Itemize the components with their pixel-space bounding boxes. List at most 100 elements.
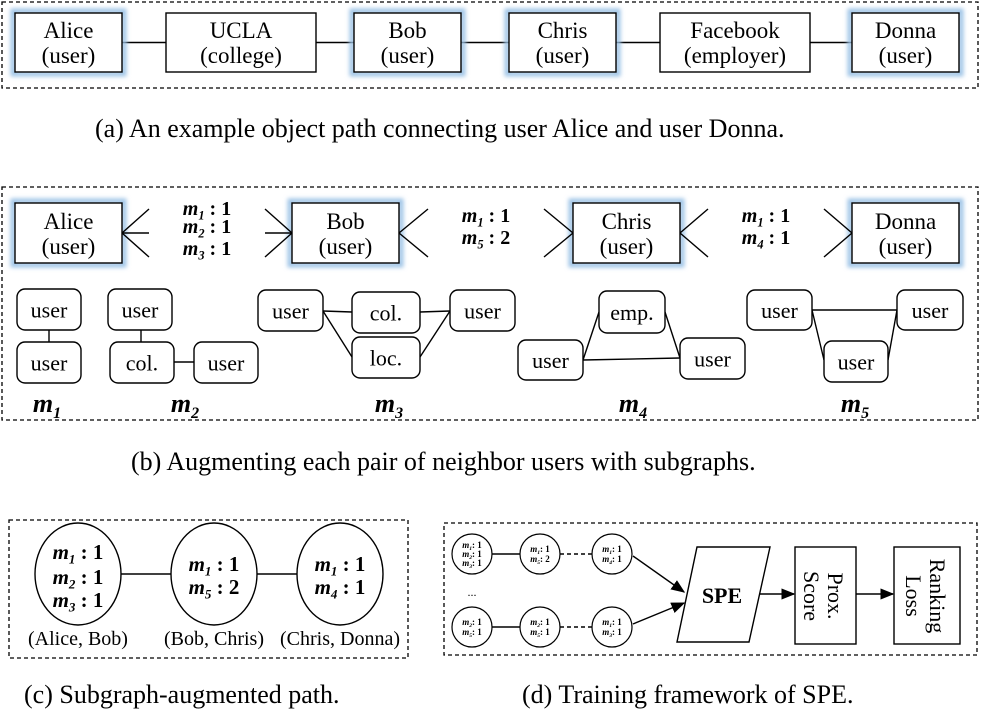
block-label-line: Score (799, 571, 824, 621)
path-node (451, 606, 493, 648)
motif-name: m2 (171, 389, 199, 422)
caption-d: (d) Training framework of SPE. (522, 680, 854, 709)
motif-count: : 1 (205, 238, 232, 260)
bracket-edge (679, 232, 709, 258)
motif-subscript: 1 (477, 215, 483, 229)
motif-node (517, 339, 584, 381)
path-node (519, 533, 561, 575)
panel-d: m1: 1m2: 1m3: 1m1: 1m5: 2m1: 1m4: 1m2: 1… (443, 522, 978, 656)
node-name: Bob (388, 18, 426, 43)
motif-count: : 1 (75, 540, 103, 564)
motif-node-label: user (272, 299, 309, 324)
motif-count: : 1 (764, 227, 791, 249)
motif-node (823, 340, 889, 383)
motif-symbol: m (171, 389, 191, 418)
node-type: (user) (42, 43, 96, 68)
motif-edge (322, 310, 353, 313)
edge-motif-count: m1 : 1 (742, 205, 790, 229)
motif-node-label: user (694, 347, 731, 372)
motif-subscript: 3 (468, 564, 472, 570)
node-motif-count: m3: 1 (602, 627, 622, 639)
motif-edge (322, 310, 353, 358)
motif-subscript: 3 (608, 633, 612, 639)
object-node-ucla (165, 12, 317, 73)
bracket-edge (543, 208, 574, 234)
user-node-alice (14, 202, 123, 264)
node-name: Alice (44, 209, 94, 234)
motif-subscript: 2 (190, 405, 199, 422)
edge-motif-count: m3 : 1 (183, 238, 231, 262)
motif-subscript: 3 (394, 405, 403, 422)
block-label-line: Ranking (925, 559, 950, 634)
motif-count: : 1 (205, 216, 232, 238)
node-motif-count: m5: 1 (462, 627, 482, 639)
node-pair-label: (Alice, Bob) (28, 628, 128, 650)
motif-count: : 1 (540, 627, 550, 637)
motif-count: : 1 (472, 617, 482, 627)
motif-subscript: 1 (205, 564, 212, 579)
motif-subscript: 1 (69, 552, 76, 567)
motif-subscript: 2 (468, 623, 472, 629)
motif-subscript: 3 (68, 600, 76, 615)
motif-node-label: user (464, 299, 501, 324)
node-motif-count: m5 : 2 (189, 575, 240, 602)
motif-edge (419, 310, 451, 358)
motif-node (746, 289, 813, 331)
motif-symbol: m (742, 205, 758, 227)
motif-name: m4 (619, 389, 647, 422)
motif-count: : 1 (612, 627, 622, 637)
motif-count: : 1 (337, 575, 365, 599)
bracket-edge (398, 208, 429, 234)
user-node-glow (847, 8, 964, 77)
motif-node (598, 290, 666, 334)
node-name: Donna (875, 18, 936, 43)
motif-symbol: m (183, 216, 199, 238)
motif-node (257, 289, 324, 332)
motif-symbol: m (462, 227, 478, 249)
motif-node-label: user (761, 298, 798, 323)
motif-subscript: 1 (469, 546, 472, 552)
motif-node-label: user (31, 351, 68, 376)
caption-b: (b) Augmenting each pair of neighbor use… (131, 447, 756, 476)
user-node-glow (568, 198, 685, 268)
motif-symbol: m (841, 389, 861, 418)
motif-subscript: 1 (757, 215, 763, 229)
node-motif-count: m1 : 1 (189, 552, 240, 579)
motif-count: : 1 (472, 540, 482, 550)
motif-symbol: m (189, 552, 205, 576)
motif-count: : 1 (612, 617, 622, 627)
user-node-glow (504, 8, 621, 77)
bracket-edge (121, 232, 150, 258)
proximity-score-label: Prox.Score (799, 571, 848, 621)
motif-node-label: col. (370, 301, 402, 326)
motif-count: : 1 (540, 617, 550, 627)
node-motif-count: m1 : 1 (315, 552, 366, 579)
motif-symbol: m (315, 552, 331, 576)
caption-c: (c) Subgraph-augmented path. (24, 680, 340, 709)
motif-node-label: user (912, 298, 949, 323)
bracket-edge (264, 208, 293, 234)
motif-symbol: m (462, 540, 469, 550)
motif-node-label: user (838, 350, 875, 375)
motif-subscript: 2 (536, 623, 540, 629)
node-motif-count: m2: 1 (462, 549, 482, 561)
motif-symbol: m (462, 205, 478, 227)
augmented-path-node (170, 522, 258, 626)
motif-count: : 1 (764, 205, 791, 227)
motif-node-label: user (31, 298, 68, 323)
panel-d-frame (443, 522, 978, 656)
motif-symbol: m (53, 540, 69, 564)
node-type: (college) (200, 43, 282, 68)
object-node-facebook (659, 12, 811, 73)
node-motif-count: m1: 1 (602, 544, 622, 556)
object-node-bob (353, 12, 462, 73)
motif-subscript: 4 (638, 405, 647, 422)
motif-node (109, 341, 175, 384)
motif-count: : 1 (75, 588, 103, 612)
node-motif-count: m1: 1 (462, 540, 482, 552)
bracket-edge (398, 232, 429, 258)
motif-subscript: 5 (537, 633, 540, 639)
motif-node (351, 336, 421, 379)
node-type: (user) (879, 43, 933, 68)
motif-count: : 1 (472, 558, 482, 568)
